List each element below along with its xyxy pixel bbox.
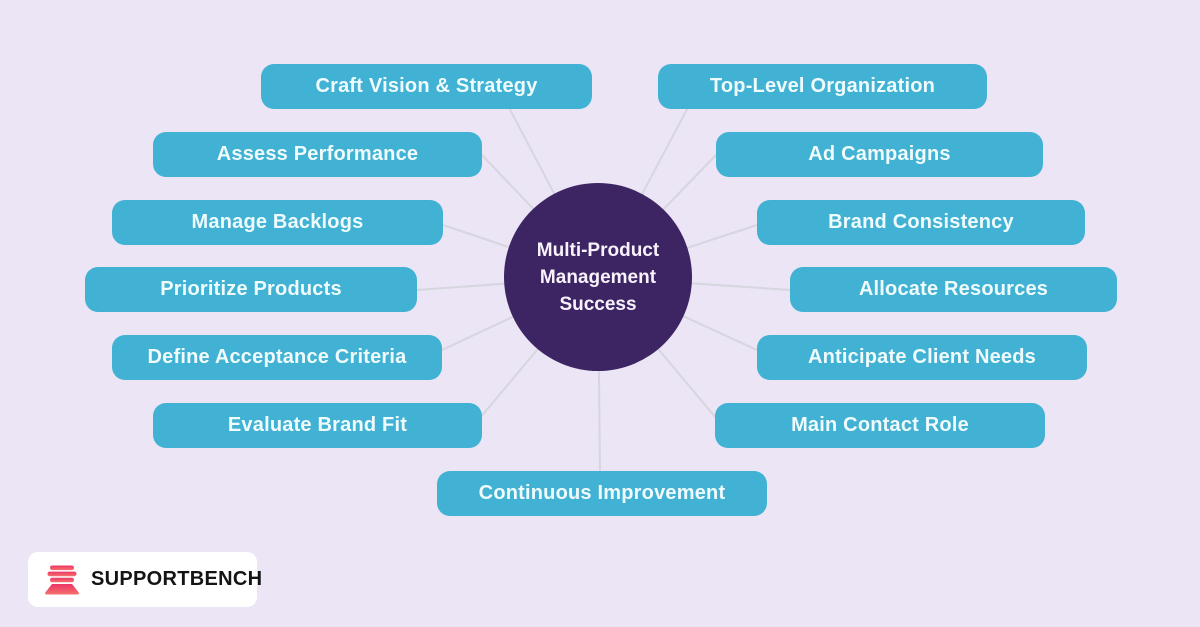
center-node-line-2: Management [539, 266, 657, 288]
node-anticipate-client-needs: Anticipate Client Needs [757, 335, 1087, 380]
bench-icon [45, 565, 79, 594]
brand-wordmark: SUPPORTBENCH [91, 568, 262, 591]
node-craft-vision-strategy: Craft Vision & Strategy [261, 64, 592, 109]
node-brand-consistency: Brand Consistency [757, 200, 1085, 245]
node-evaluate-brand-fit: Evaluate Brand Fit [153, 403, 482, 448]
node-continuous-improvement: Continuous Improvement [437, 471, 767, 516]
brand-wordmark-bench: BENCH [189, 568, 263, 590]
center-node-line-3: Success [559, 293, 637, 315]
center-node-multi-product-management-success: Multi-Product Management Success [504, 183, 692, 371]
node-allocate-resources: Allocate Resources [790, 267, 1117, 312]
brand-wordmark-support: SUPPORT [91, 568, 190, 590]
node-define-acceptance-criteria: Define Acceptance Criteria [112, 335, 442, 380]
supportbench-logo: SUPPORTBENCH [28, 552, 262, 607]
node-top-level-organization: Top-Level Organization [658, 64, 987, 109]
node-manage-backlogs: Manage Backlogs [112, 200, 443, 245]
node-prioritize-products: Prioritize Products [85, 267, 417, 312]
node-ad-campaigns: Ad Campaigns [716, 132, 1043, 177]
center-node-line-1: Multi-Product [536, 239, 660, 261]
node-assess-performance: Assess Performance [153, 132, 482, 177]
node-main-contact-role: Main Contact Role [715, 403, 1045, 448]
